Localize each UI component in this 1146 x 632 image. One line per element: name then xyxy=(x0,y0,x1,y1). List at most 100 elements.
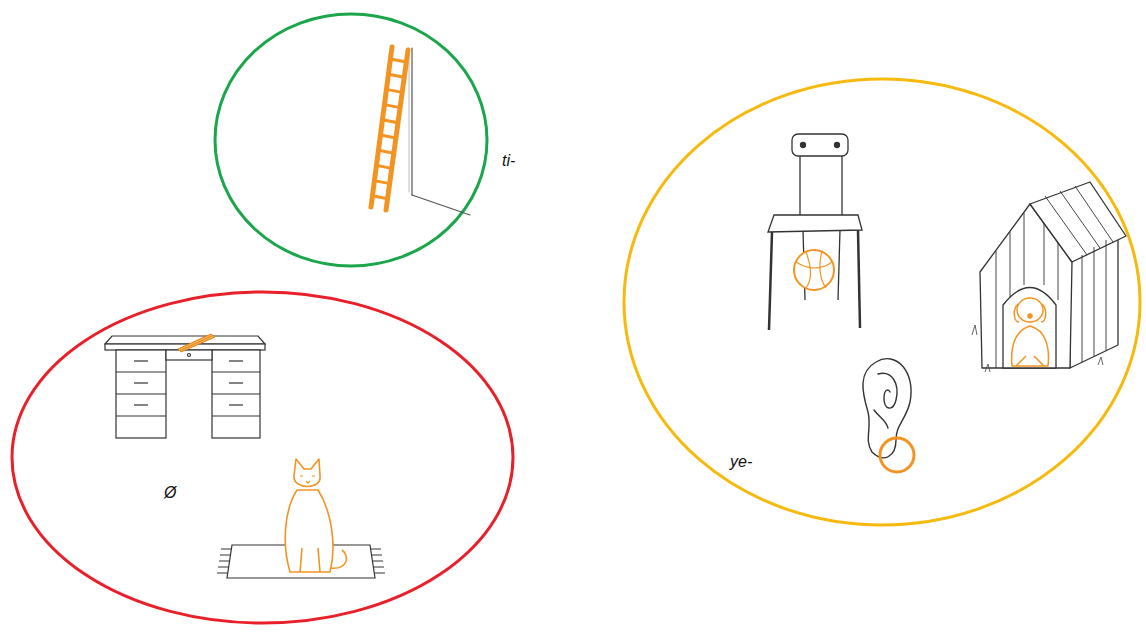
ladder-rail xyxy=(386,50,408,210)
plank-line xyxy=(1082,255,1083,362)
plank-line xyxy=(1058,242,1059,300)
cat-head xyxy=(294,459,320,487)
fringe xyxy=(221,549,231,550)
ladder-rung xyxy=(375,181,390,184)
ellipse-shape xyxy=(215,14,487,266)
dog-head xyxy=(1017,298,1043,322)
ladder-rung xyxy=(384,105,400,108)
drawer-line xyxy=(212,393,260,394)
ladder-rung xyxy=(379,150,394,153)
cat-body xyxy=(285,490,333,572)
ladder-scene xyxy=(371,47,470,215)
ladder-rung xyxy=(390,59,406,62)
chair-post xyxy=(841,155,842,216)
doghouse-front xyxy=(980,204,1072,368)
chair-seat xyxy=(768,215,862,232)
desk-pedestal xyxy=(116,350,166,438)
chair-post xyxy=(799,155,800,216)
drawer-line xyxy=(212,371,260,372)
roof-line xyxy=(1075,186,1113,242)
ellipse-group: ye- xyxy=(622,77,1142,527)
cat-face xyxy=(300,476,315,483)
desk-top xyxy=(105,336,265,344)
drawer-handle xyxy=(134,360,148,361)
chair-back xyxy=(792,134,848,156)
chair-dot xyxy=(801,143,806,148)
ellipse-outline xyxy=(622,77,1142,527)
dog-ears xyxy=(1014,304,1045,322)
fringe xyxy=(371,549,381,550)
drawer-handle xyxy=(229,382,243,383)
rug xyxy=(227,545,375,578)
ellipse-group: ti- xyxy=(213,12,489,268)
ladder-rung xyxy=(382,120,398,123)
drawer-line xyxy=(116,415,166,416)
ladder-rung xyxy=(381,135,396,138)
dog-body xyxy=(1012,326,1049,366)
fringe xyxy=(220,555,230,556)
plank-line xyxy=(1024,213,1025,285)
roof-line xyxy=(1045,196,1087,255)
drawer-line xyxy=(212,415,260,416)
ear-scene xyxy=(863,359,914,472)
chair-leg xyxy=(803,230,805,300)
drawer-handle xyxy=(229,404,243,405)
fringe xyxy=(375,573,385,574)
ladder-rungs xyxy=(373,59,407,199)
desk-pedestal xyxy=(212,350,260,438)
chair-leg xyxy=(838,230,840,300)
ellipse-outline xyxy=(10,290,515,625)
ball-lines xyxy=(796,251,832,288)
plank-line xyxy=(1010,232,1011,300)
ladder-rung xyxy=(377,165,392,168)
desk-drawer xyxy=(166,350,212,360)
ellipse-shape xyxy=(12,292,513,623)
ear-outline xyxy=(863,359,911,458)
drawer-line xyxy=(116,393,166,394)
chair-dot xyxy=(835,143,840,148)
fringe xyxy=(373,561,383,562)
plank-line xyxy=(1094,247,1095,356)
floor-line xyxy=(412,195,470,215)
fringe xyxy=(374,567,384,568)
earring xyxy=(880,438,914,472)
ladder-rung xyxy=(388,74,404,77)
plank-line xyxy=(996,251,997,368)
doghouse-roof xyxy=(1030,182,1126,262)
ball xyxy=(794,250,834,290)
fringe xyxy=(218,567,228,568)
doghouse-door xyxy=(1003,288,1056,369)
desk-edge xyxy=(105,344,265,350)
ellipse-shape xyxy=(624,79,1140,525)
pencil xyxy=(178,334,215,352)
dog xyxy=(1012,298,1049,366)
prefix-label: ye- xyxy=(730,452,752,471)
cat-scene xyxy=(217,459,385,578)
drawer-knob xyxy=(188,354,191,357)
wall-edge xyxy=(411,48,412,195)
prefix-label: Ø xyxy=(164,483,176,502)
planks xyxy=(996,186,1113,368)
grass xyxy=(972,325,1103,372)
doghouse-scene xyxy=(972,182,1126,372)
drawer-line xyxy=(116,371,166,372)
ladder-rung xyxy=(386,89,402,92)
chair-scene xyxy=(768,134,862,330)
chair-leg xyxy=(858,230,860,328)
chair-leg xyxy=(769,232,772,330)
prefix-label: ti- xyxy=(502,151,515,170)
cat-legs xyxy=(300,548,320,572)
ellipse-group: Ø xyxy=(10,290,515,625)
dog-nose xyxy=(1028,314,1032,318)
desk-scene xyxy=(105,334,265,438)
drawer-handle xyxy=(134,382,148,383)
plank-line xyxy=(1044,223,1045,285)
ladder-rung xyxy=(373,196,388,199)
plank-line xyxy=(1106,240,1107,351)
fringe xyxy=(372,555,382,556)
ear-inner xyxy=(874,410,888,428)
doghouse-side xyxy=(1070,232,1118,368)
dog-paws xyxy=(1016,356,1044,366)
